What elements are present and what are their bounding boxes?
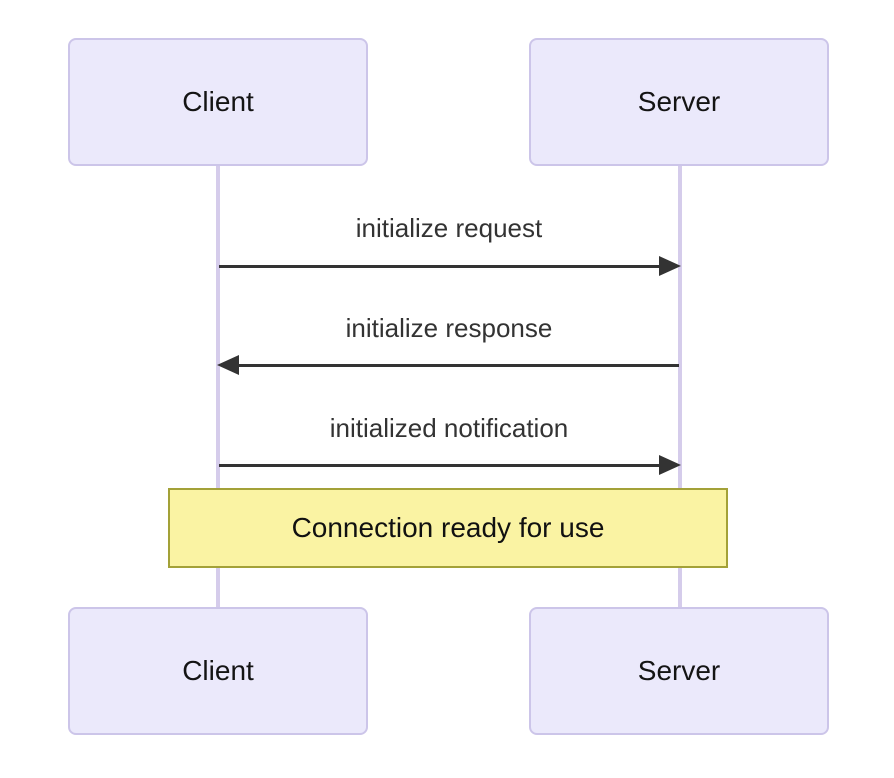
message-label-initialized-notification: initialized notification (329, 413, 569, 443)
message-line-initialized-notification (219, 464, 670, 467)
actor-box-client-top: Client (68, 38, 368, 166)
note-connection-ready: Connection ready for use (168, 488, 728, 568)
arrowhead-right-icon (659, 256, 681, 276)
arrowhead-right-icon (659, 455, 681, 475)
actor-box-server-bottom: Server (529, 607, 829, 735)
message-label-initialize-response: initialize response (345, 313, 553, 343)
message-label-initialize-request: initialize request (355, 213, 543, 243)
arrowhead-left-icon (217, 355, 239, 375)
message-line-initialize-response (228, 364, 679, 367)
actor-box-client-bottom: Client (68, 607, 368, 735)
actor-box-server-top: Server (529, 38, 829, 166)
actor-label-client: Client (182, 86, 254, 117)
message-line-initialize-request (219, 265, 670, 268)
actor-label-server: Server (637, 655, 721, 686)
actor-label-client: Client (182, 655, 254, 686)
lifeline-client (216, 166, 220, 607)
lifeline-server (678, 166, 682, 607)
actor-label-server: Server (637, 86, 721, 117)
note-label: Connection ready for use (291, 512, 605, 543)
